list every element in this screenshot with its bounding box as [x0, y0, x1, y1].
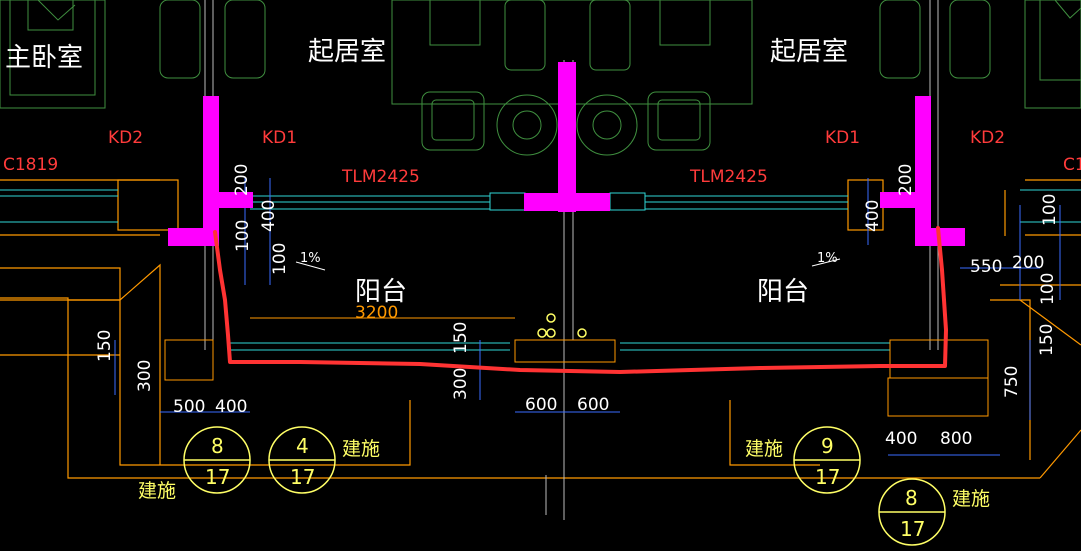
dim-300-a: 300 — [135, 360, 155, 392]
tag-kd1-left: KD1 — [262, 128, 297, 148]
detail-ref-1-number: 8 — [211, 434, 224, 458]
dim-150-b: 150 — [451, 322, 471, 354]
dim-300-b: 300 — [451, 368, 471, 400]
detail-ref-circles — [183, 426, 946, 546]
balcony-rails — [164, 339, 989, 417]
dim-550: 550 — [970, 257, 1002, 277]
dim-100-right-a: 100 — [1040, 194, 1060, 226]
slope-arrow-left — [295, 261, 326, 271]
tag-kd1-right: KD1 — [825, 128, 860, 148]
building-outline — [0, 179, 1081, 479]
dimension-span-3200: 3200 — [355, 303, 398, 323]
detail-ref-3-number: 9 — [821, 434, 834, 458]
dim-200-far: 200 — [1012, 253, 1044, 273]
dim-600-b: 600 — [577, 395, 609, 415]
detail-ref-2-sheet: 17 — [290, 465, 315, 489]
tag-window-right: C1 — [1063, 155, 1081, 175]
dim-750: 750 — [1002, 366, 1022, 398]
markup-outline — [213, 226, 948, 374]
dim-150-a: 150 — [95, 330, 115, 362]
highlighted-walls — [168, 62, 965, 246]
detail-ref-2-number: 4 — [296, 434, 309, 458]
tag-door-left: TLM2425 — [341, 167, 420, 187]
dim-100-left-b: 100 — [270, 243, 290, 275]
dim-800: 800 — [940, 429, 972, 449]
detail-ref-4-label: 建施 — [952, 488, 990, 510]
room-label-balcony-right: 阳台 — [757, 277, 809, 307]
room-label-balcony-left: 阳台 — [355, 277, 407, 307]
tag-kd2-right: KD2 — [970, 128, 1005, 148]
dim-200-right: 200 — [896, 164, 916, 196]
detail-ref-2-label: 建施 — [342, 438, 380, 460]
dim-100-right-b: 100 — [1038, 273, 1058, 305]
slope-left: 1% — [300, 251, 321, 266]
dim-400-bottom: 400 — [215, 397, 247, 417]
dim-150-right: 150 — [1037, 324, 1057, 356]
tag-window-left: C1819 — [3, 155, 58, 175]
detail-ref-4-number: 8 — [905, 486, 918, 510]
dim-600-a: 600 — [525, 395, 557, 415]
tag-kd2-left: KD2 — [108, 128, 143, 148]
dim-500: 500 — [173, 397, 205, 417]
detail-ref-3-label: 建施 — [745, 438, 783, 460]
slope-arrow-right — [811, 258, 841, 267]
room-label-living-left: 起居室 — [308, 37, 386, 67]
detail-ref-4-sheet: 17 — [900, 517, 925, 541]
tag-door-right: TLM2425 — [689, 167, 768, 187]
dim-400-bottom-right: 400 — [885, 429, 917, 449]
furniture — [0, 0, 1081, 156]
detail-ref-1-sheet: 17 — [205, 465, 230, 489]
room-label-living-right: 起居室 — [770, 37, 848, 67]
drain-symbols — [537, 313, 587, 338]
dim-400-left: 400 — [259, 200, 279, 232]
dim-200-left: 200 — [232, 164, 252, 196]
detail-ref-1-label: 建施 — [138, 480, 176, 502]
dim-400-right: 400 — [863, 200, 883, 232]
slope-right: 1% — [817, 251, 838, 266]
dim-100-left-a: 100 — [233, 220, 253, 252]
detail-ref-3-sheet: 17 — [815, 465, 840, 489]
room-label-master-bedroom: 主卧室 — [5, 43, 83, 73]
glazing-lines — [0, 189, 1081, 351]
